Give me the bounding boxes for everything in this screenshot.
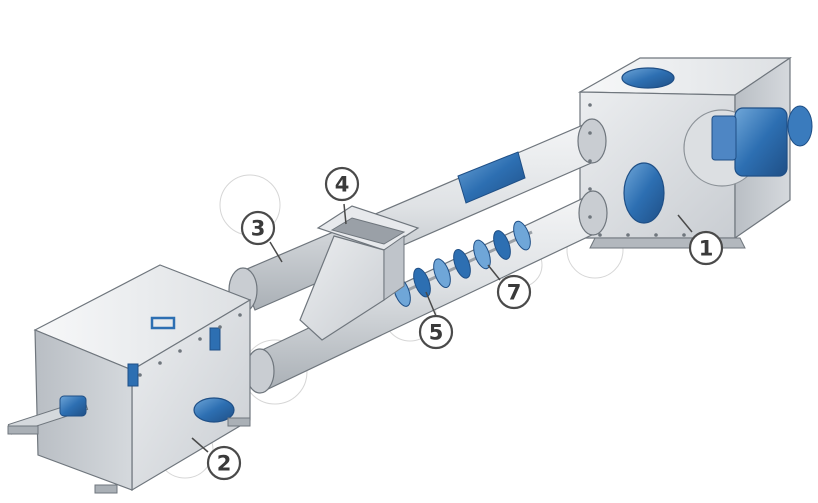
callout-7-label: 7 xyxy=(507,281,522,305)
bolt xyxy=(218,325,222,329)
callout-5-label: 5 xyxy=(429,321,444,345)
bolt xyxy=(178,349,182,353)
callout-2-circle xyxy=(206,445,242,481)
drive-housing xyxy=(577,56,813,249)
callout-2-label: 2 xyxy=(217,452,232,476)
callout-5-circle xyxy=(418,314,454,350)
tail-inspection-door xyxy=(193,397,235,423)
leader-2 xyxy=(191,437,209,453)
bolt xyxy=(654,233,658,237)
screw-flights xyxy=(393,220,533,307)
screw-flight xyxy=(473,239,491,270)
leader-1 xyxy=(677,214,693,233)
tail-bearing-block xyxy=(59,395,87,417)
tail-top-handle xyxy=(150,316,176,330)
bolt xyxy=(588,159,592,163)
inlet-hopper xyxy=(299,205,420,341)
leader-3 xyxy=(269,241,283,263)
callout-7: 7 xyxy=(496,274,532,310)
leader-7 xyxy=(487,264,501,281)
screw-flight xyxy=(453,249,471,279)
bolt xyxy=(198,337,202,341)
callout-4-circle xyxy=(324,166,360,202)
callout-4: 4 xyxy=(324,166,360,202)
callout-5: 5 xyxy=(418,314,454,350)
callout-1-label: 1 xyxy=(699,237,714,261)
tail-foot-right xyxy=(227,417,251,427)
screw-flight xyxy=(413,267,431,298)
callout-3: 3 xyxy=(240,210,276,246)
leader-4 xyxy=(343,203,347,225)
gear-motor-end xyxy=(787,105,813,147)
tube-inspection-cover xyxy=(457,151,526,204)
callout-2: 2 xyxy=(206,445,242,481)
lower-tube-flange-right xyxy=(578,190,608,236)
tail-housing xyxy=(7,264,252,494)
bolt xyxy=(588,187,592,191)
bolt xyxy=(138,373,142,377)
bolt xyxy=(238,313,242,317)
screw-flight xyxy=(513,220,531,251)
hopper-chute xyxy=(299,235,385,341)
tail-shaft xyxy=(7,425,39,435)
bolt xyxy=(626,233,630,237)
bolts xyxy=(138,103,714,377)
callout-3-label: 3 xyxy=(251,217,266,241)
leader-5 xyxy=(425,291,437,317)
callout-7-circle xyxy=(496,274,532,310)
callout-3-circle xyxy=(240,210,276,246)
bolt xyxy=(588,215,592,219)
callout-1: 1 xyxy=(688,230,724,266)
tail-clamp-right xyxy=(209,327,221,351)
screw-flight xyxy=(493,230,511,260)
gear-motor-body xyxy=(734,107,788,177)
tail-foot-left xyxy=(94,484,118,494)
bolt xyxy=(588,131,592,135)
upper-tube-flange-right xyxy=(577,118,607,164)
callout-1-circle xyxy=(688,230,724,266)
leader-lines xyxy=(191,203,693,453)
drive-inspection-door xyxy=(623,162,665,224)
gear-motor-mount xyxy=(711,115,737,161)
bolt xyxy=(682,233,686,237)
callout-4-label: 4 xyxy=(335,173,350,197)
bolt xyxy=(598,233,602,237)
screw-flight xyxy=(433,258,451,288)
tail-clamp-left xyxy=(127,363,139,387)
drive-top-hatch xyxy=(621,67,675,89)
bolt xyxy=(588,103,592,107)
bolt xyxy=(158,361,162,365)
